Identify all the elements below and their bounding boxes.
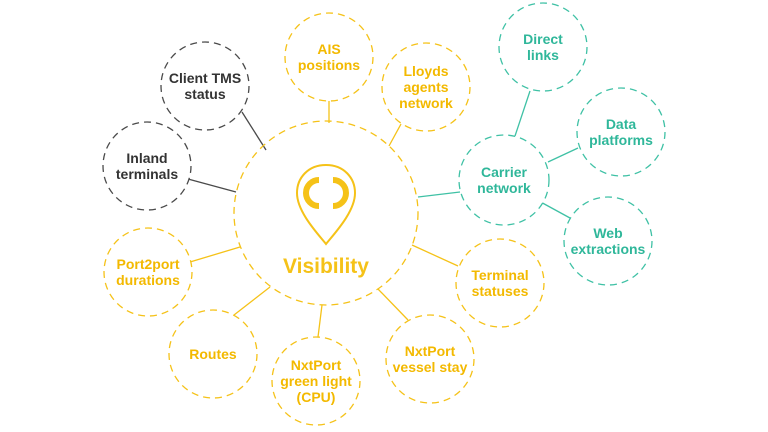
node-label-line: network: [399, 95, 453, 111]
node-circles: [102, 2, 666, 426]
node-label-line: extractions: [571, 241, 646, 257]
node-label-line: statuses: [472, 283, 529, 299]
node-circle-terminal-statuses: [455, 238, 545, 328]
node-label-line: NxtPort: [405, 343, 456, 359]
node-label-line: terminals: [116, 166, 178, 182]
node-label-line: Terminal: [471, 267, 528, 283]
node-label-line: Inland: [126, 150, 167, 166]
node-label-line: green light: [280, 373, 352, 389]
connector-line: [417, 191, 461, 198]
node-circle-inland-terminals: [102, 121, 192, 211]
node-circle-port2port-durations: [103, 227, 193, 317]
node-circle-client-tms-status: [160, 41, 250, 131]
connector-line: [547, 147, 579, 163]
node-label-line: Data: [606, 116, 637, 132]
connector-line: [241, 111, 267, 151]
hub-label: Visibility: [283, 255, 369, 278]
node-label-line: vessel stay: [393, 359, 468, 375]
node-circle-routes: [168, 309, 258, 399]
node-circle-web-extractions: [563, 196, 653, 286]
node-label-line: Lloyds: [403, 63, 448, 79]
node-label-line: platforms: [589, 132, 653, 148]
node-label-line: Direct: [523, 31, 563, 47]
node-label-line: Client TMS: [169, 70, 241, 86]
node-circle-data-platforms: [576, 87, 666, 177]
location-pin-icon: [295, 163, 357, 246]
node-label-line: Port2port: [117, 256, 180, 272]
connector-line: [377, 288, 409, 321]
node-circle-direct-links: [498, 2, 588, 92]
connector-line: [388, 123, 402, 147]
node-circle-nxtport-green-light: [271, 336, 361, 426]
node-label-line: Carrier: [481, 164, 527, 180]
node-label-line: status: [184, 86, 225, 102]
node-label-line: NxtPort: [291, 357, 342, 373]
connector-line: [187, 178, 237, 193]
node-circle-nxtport-vessel-stay: [385, 314, 475, 404]
node-label-line: Routes: [189, 346, 237, 362]
node-label-line: agents: [403, 79, 448, 95]
node-label-line: links: [527, 47, 559, 63]
node-label-line: network: [477, 180, 531, 196]
connector-line: [514, 90, 531, 137]
connector-line: [317, 304, 323, 338]
connector-line: [233, 286, 271, 316]
hub-node: Visibility: [233, 120, 419, 306]
node-label-routes: Routes: [189, 346, 237, 362]
node-label-line: AIS: [317, 41, 340, 57]
node-circle-ais-positions: [284, 12, 374, 102]
node-circle-carrier-network: [458, 134, 550, 226]
node-label-line: positions: [298, 57, 360, 73]
node-circle-lloyds-agents-network: [381, 42, 471, 132]
node-label-line: durations: [116, 272, 180, 288]
connector-line: [411, 244, 459, 267]
hub-circle: [233, 120, 419, 306]
connector-line: [189, 246, 241, 263]
node-label-line: (CPU): [297, 389, 336, 405]
node-label-line: Web: [593, 225, 622, 241]
